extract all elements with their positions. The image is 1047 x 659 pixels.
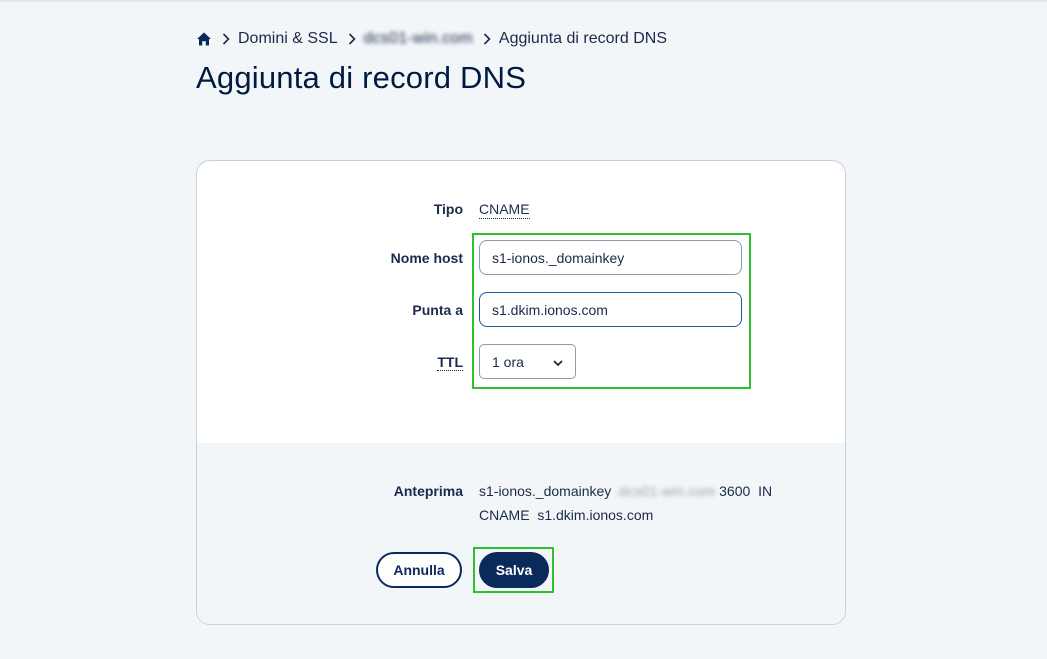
save-button[interactable]: Salva [479,552,549,588]
preview-line-2: CNAME s1.dkim.ionos.com [479,507,654,523]
fields-highlight [472,233,751,389]
punta-a-input[interactable] [479,292,742,327]
page-title: Aggiunta di record DNS [196,60,527,95]
tipo-value: CNAME [479,201,530,219]
top-divider [0,0,1047,2]
ttl-label: TTL [437,354,463,371]
preview-label: Anteprima [393,483,463,499]
preview-host: s1-ionos._domainkey [479,483,612,499]
chevron-right-icon [222,33,230,45]
nome-host-input[interactable] [479,240,742,275]
preview-section [197,443,845,624]
punta-a-label: Punta a [412,302,463,318]
preview-ttl-class: 3600 IN [719,483,773,499]
breadcrumb: Domini & SSL dcs01-win.com Aggiunta di r… [196,28,667,50]
ttl-select[interactable]: 1 ora [479,344,576,379]
preview-domain: .dcs01-win.com [615,483,716,499]
chevron-right-icon [483,33,491,45]
dns-record-card: Tipo CNAME Nome host Punta a TTL 1 ora A… [196,160,846,625]
tipo-label: Tipo [433,201,463,217]
chevron-right-icon [348,33,356,45]
breadcrumb-domini-ssl[interactable]: Domini & SSL [238,30,338,47]
ttl-selected-value: 1 ora [492,353,524,370]
breadcrumb-current: Aggiunta di record DNS [498,30,667,47]
breadcrumb-domain[interactable]: dcs01-win.com [363,30,473,47]
chevron-down-icon [553,354,563,370]
save-highlight [473,547,554,593]
home-icon[interactable] [196,31,212,47]
nome-host-label: Nome host [390,250,463,266]
preview-line-1: s1-ionos._domainkey .dcs01-win.com 3600 … [479,483,772,499]
cancel-button[interactable]: Annulla [376,552,462,588]
